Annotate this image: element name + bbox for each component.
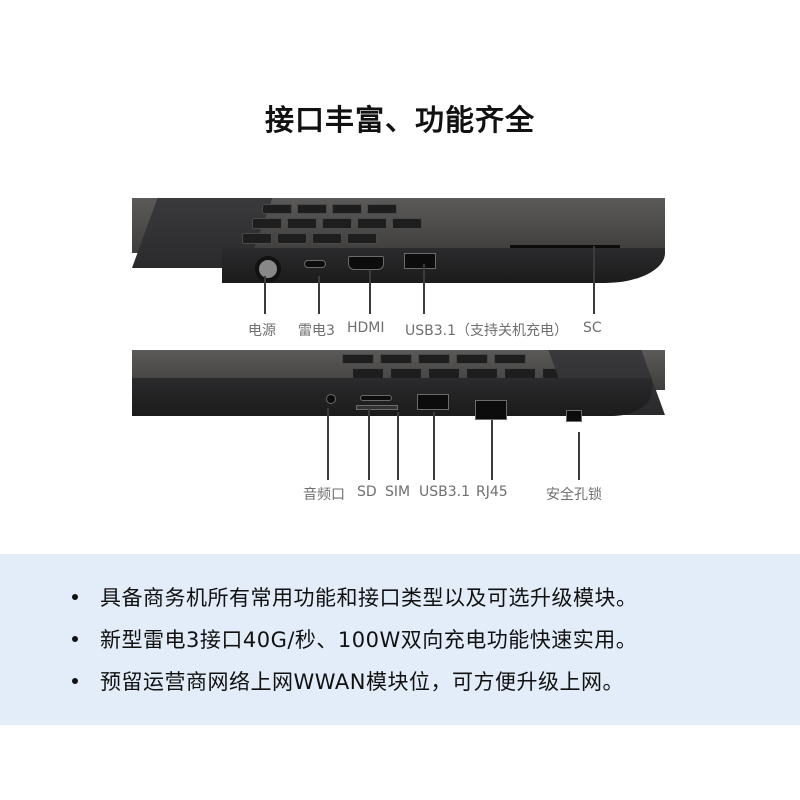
label-sim: SIM: [385, 484, 411, 500]
usb-leader-line: [423, 264, 425, 314]
security-lock-slot: [566, 410, 582, 422]
lock-leader-line: [578, 432, 580, 480]
label-rj45: RJ45: [476, 484, 508, 500]
thunderbolt-leader-line: [318, 276, 320, 314]
label-power: 电源: [248, 323, 276, 339]
usb31-port-right: [417, 394, 449, 410]
feature-panel: 具备商务机所有常用功能和接口类型以及可选升级模块。 新型雷电3接口40G/秒、1…: [0, 554, 800, 725]
sd-slot: [360, 395, 392, 401]
audio-jack: [326, 394, 336, 404]
label-audio: 音频口: [303, 487, 345, 503]
feature-text: 新型雷电3接口40G/秒、100W双向充电功能快速实用。: [100, 628, 638, 652]
bottom-port-labels: 音频口 SD SIM USB3.1 RJ45 安全孔锁: [0, 484, 800, 508]
label-usb31-charge: USB3.1（支持关机充电）: [405, 323, 569, 339]
label-security-lock: 安全孔锁: [546, 487, 602, 503]
power-leader-line: [264, 276, 266, 314]
label-thunderbolt3: 雷电3: [298, 323, 335, 339]
laptop-left-side-photo: [132, 198, 665, 288]
label-sd: SD: [357, 484, 377, 500]
sim-leader-line: [397, 412, 399, 480]
feature-item: 具备商务机所有常用功能和接口类型以及可选升级模块。: [70, 576, 638, 618]
rj45-port: [475, 400, 507, 420]
rj45-leader-line: [491, 420, 493, 480]
feature-text: 具备商务机所有常用功能和接口类型以及可选升级模块。: [100, 586, 638, 610]
thunderbolt3-port: [304, 260, 326, 268]
sc-leader-line: [593, 246, 595, 314]
usb-right-leader-line: [433, 412, 435, 480]
bullet-icon: [72, 594, 78, 600]
smartcard-slot: [510, 245, 620, 248]
top-port-labels: 电源 雷电3 HDMI USB3.1（支持关机充电） SC: [0, 320, 800, 344]
feature-item: 预留运营商网络上网WWAN模块位，可方便升级上网。: [70, 660, 638, 702]
sim-slot: [356, 405, 398, 410]
audio-leader-line: [327, 408, 329, 480]
feature-list: 具备商务机所有常用功能和接口类型以及可选升级模块。 新型雷电3接口40G/秒、1…: [70, 576, 638, 702]
hdmi-leader-line: [369, 270, 371, 314]
feature-text: 预留运营商网络上网WWAN模块位，可方便升级上网。: [100, 670, 624, 694]
label-hdmi: HDMI: [347, 320, 385, 336]
feature-item: 新型雷电3接口40G/秒、100W双向充电功能快速实用。: [70, 618, 638, 660]
sd-leader-line: [368, 408, 370, 480]
power-port: [255, 256, 281, 282]
bullet-icon: [72, 636, 78, 642]
page-title: 接口丰富、功能齐全: [264, 103, 535, 137]
label-usb31: USB3.1: [419, 484, 471, 500]
usb31-port: [404, 253, 436, 269]
bullet-icon: [72, 678, 78, 684]
laptop-right-side-photo: [132, 350, 665, 435]
hdmi-port: [348, 256, 384, 270]
label-sc: SC: [583, 320, 602, 336]
